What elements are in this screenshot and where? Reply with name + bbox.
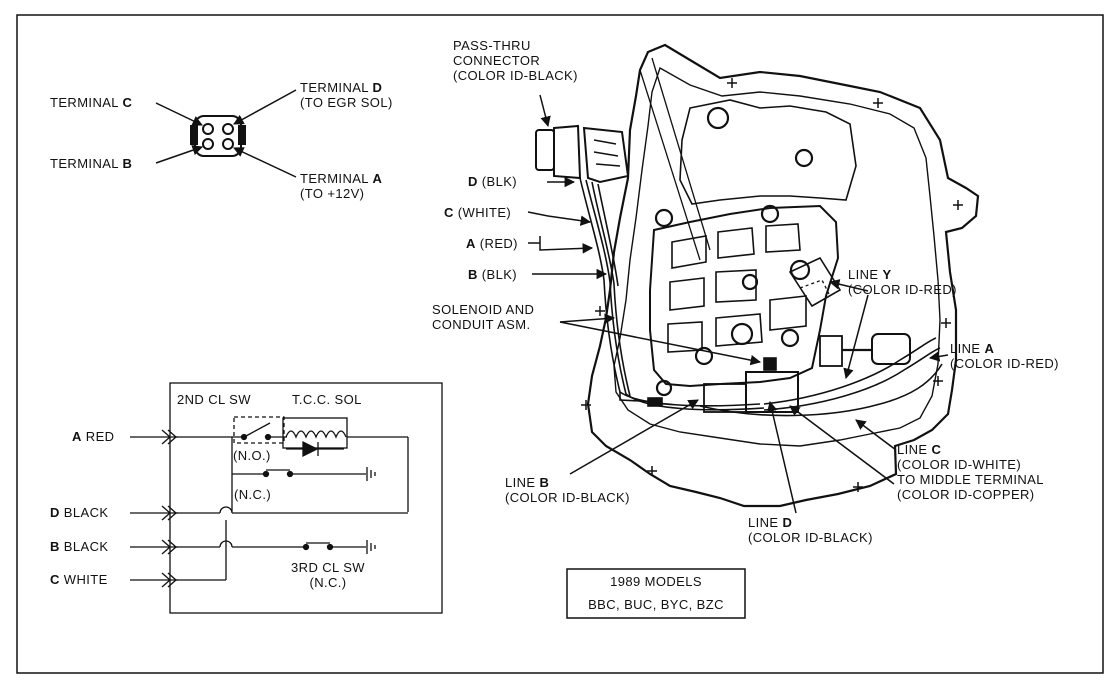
models-year-label: 1989 MODELS [610, 574, 702, 589]
models-codes-label: BBC, BUC, BYC, BZC [588, 597, 724, 612]
tcc-sol-label: T.C.C. SOL [292, 392, 362, 407]
connector-arrows [155, 89, 297, 178]
wire-a-red-label: A RED [72, 429, 115, 444]
terminal-c-label: TERMINAL C [50, 95, 133, 110]
terminal-d-label: TERMINAL D(TO EGR SOL) [300, 80, 393, 110]
line-b-label: LINE B(COLOR ID-BLACK) [505, 475, 630, 505]
wire-b-blk-label: B (BLK) [468, 267, 518, 282]
no-label: (N.O.) [233, 448, 271, 463]
wire-c-white-assembly-label: C (WHITE) [444, 205, 512, 220]
models-box [566, 568, 746, 619]
second-cl-sw-label: 2ND CL SW [177, 392, 251, 407]
terminal-a-label: TERMINAL A(TO +12V) [300, 171, 383, 201]
wire-a-red-assembly-label: A (RED) [466, 236, 518, 251]
line-d-label: LINE D(COLOR ID-BLACK) [748, 515, 873, 545]
wire-b-black-label: B BLACK [50, 539, 109, 554]
wire-d-black-label: D BLACK [50, 505, 109, 520]
outer-frame [16, 14, 1104, 674]
wire-harness [579, 177, 943, 417]
leader-arrows [527, 94, 949, 514]
pass-thru-connector [535, 124, 630, 184]
bolt-marks [581, 78, 963, 492]
schematic-box [130, 382, 443, 614]
line-y-label: LINE Y(COLOR ID-RED) [848, 267, 957, 297]
wire-d-blk-label: D (BLK) [468, 174, 518, 189]
wire-c-white-label: C WHITE [50, 572, 108, 587]
line-a-label: LINE A(COLOR ID-RED) [950, 341, 1059, 371]
third-cl-sw-label: 3RD CL SW(N.C.) [291, 560, 365, 590]
connector-plug [190, 115, 246, 157]
nc-label: (N.C.) [234, 487, 272, 502]
terminal-b-label: TERMINAL B [50, 156, 133, 171]
line-c-label: LINE C(COLOR ID-WHITE)TO MIDDLE TERMINAL… [897, 442, 1044, 502]
